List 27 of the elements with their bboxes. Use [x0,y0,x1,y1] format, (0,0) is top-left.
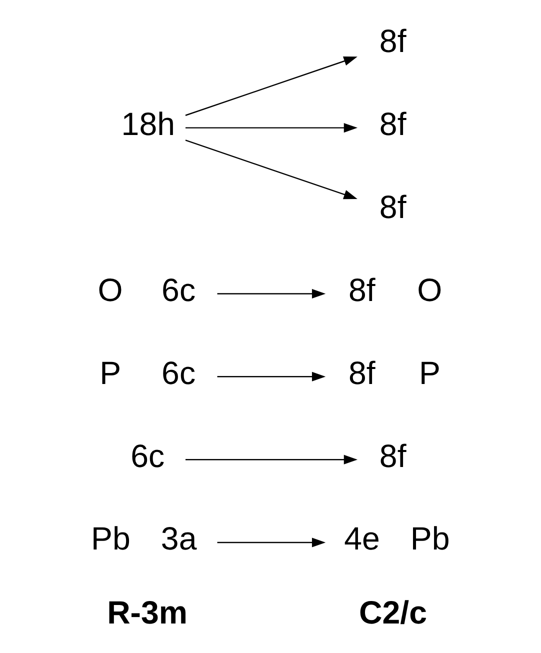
arrow [217,372,326,382]
node-text: 8f [379,23,406,60]
node-label: P [419,354,441,391]
node-text: 8f [379,188,406,225]
node-label: O [98,272,123,308]
arrow [185,140,358,200]
arrow [185,56,358,116]
arrow [186,123,358,133]
node-label: Pb [410,520,450,557]
node-text: 8f [348,354,376,391]
node-text: 8f [348,272,376,308]
node-text: 6c [130,438,165,474]
node-text: 18h [121,106,176,142]
node-label: P [100,354,122,391]
arrow [217,288,326,298]
node-text: 4e [344,520,380,557]
label: R-3m [107,594,188,630]
node-text: 6c [162,354,196,391]
label: C2/c [359,594,427,630]
node-label: O [417,272,442,308]
arrow [217,538,326,548]
node-text: 3a [160,520,197,557]
arrow [186,454,358,464]
node-text: 8f [379,106,406,142]
node-text: 6c [162,272,196,308]
node-text: 8f [379,438,406,474]
node-label: Pb [90,520,130,557]
